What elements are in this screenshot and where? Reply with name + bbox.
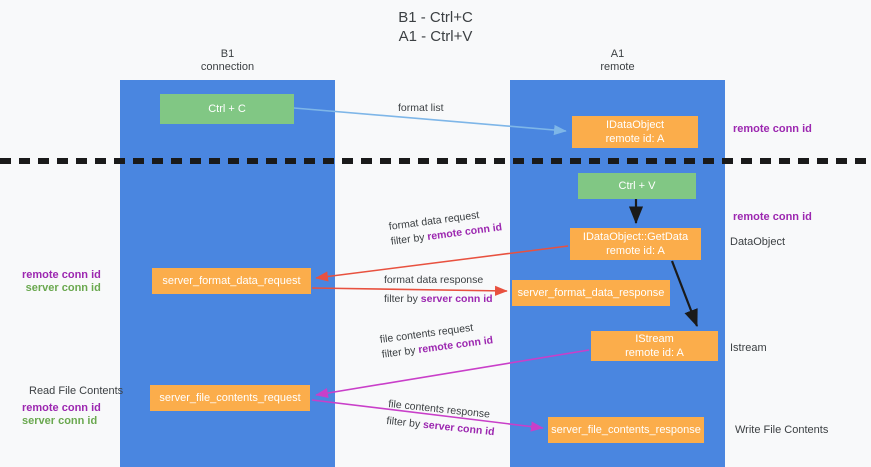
node-server-file-contents-request[interactable]: server_file_contents_request [150, 385, 310, 411]
annotation-right-dataobject-text: DataObject [730, 236, 786, 248]
node-server-format-data-response[interactable]: server_format_data_response [512, 280, 670, 306]
node-server-file-contents-response-label: server_file_contents_response [551, 424, 701, 436]
annotation-right-istream-text: Istream [730, 342, 767, 354]
node-server-file-contents-request-label: server_file_contents_request [159, 392, 301, 404]
annotation-right-istream: Istream [730, 342, 767, 355]
node-getdata-title: IDataObject::GetData [582, 231, 689, 243]
edge-label-format-data-response: format data response filter by server co… [384, 273, 493, 307]
filter-prefix: filter by [390, 231, 429, 248]
annotation-left-remote-conn-id-bottom: remote conn id [22, 402, 101, 414]
node-server-format-data-request[interactable]: server_format_data_request [152, 268, 311, 294]
edge-label-file-contents-request: file contents request filter by remote c… [379, 318, 494, 362]
annotation-left-conn-ids-mid: remote conn id server conn id [22, 269, 101, 295]
edge-label-format-data-request: format data request filter by remote con… [388, 205, 503, 249]
diagram-title: B1 - Ctrl+C A1 - Ctrl+V [0, 8, 871, 46]
node-idataobject-title: IDataObject [605, 119, 665, 131]
node-server-format-data-response-label: server_format_data_response [517, 287, 665, 299]
edge-label-format-data-response-filter: filter by server conn id [384, 292, 493, 307]
annotation-left-remote-conn-id-mid: remote conn id [22, 269, 101, 281]
section-divider [0, 158, 871, 164]
edge-label-file-contents-response: file contents response filter by server … [386, 397, 497, 440]
node-idataobject[interactable]: IDataObject remote id: A [572, 116, 698, 148]
node-server-format-data-request-label: server_format_data_request [162, 275, 301, 287]
annotation-right-write-file-contents: Write File Contents [735, 424, 828, 437]
diagram-title-line-1: B1 - Ctrl+C [398, 9, 473, 26]
filter-prefix: filter by [385, 414, 424, 431]
annotation-left-read-file-contents-text: Read File Contents [29, 385, 124, 397]
node-idataobject-getdata[interactable]: IDataObject::GetData remote id: A [570, 228, 701, 260]
annotation-right-write-file-contents-text: Write File Contents [735, 424, 829, 436]
edge-label-format-list-text: format list [398, 102, 444, 114]
annotation-right-remote-conn-id-mid-text: remote conn id [733, 211, 812, 223]
node-istream-remote-id: remote id: A [625, 347, 684, 359]
diagram-title-line-2: A1 - Ctrl+V [398, 28, 473, 45]
filter-key-server-conn-id: server conn id [420, 293, 493, 305]
annotation-left-server-conn-id-mid: server conn id [25, 282, 101, 294]
filter-prefix: filter by [381, 344, 420, 361]
annotation-right-dataobject: DataObject [730, 236, 785, 249]
filter-prefix: filter by [384, 293, 421, 305]
swimlane-b1-role: connection [200, 61, 255, 73]
node-server-file-contents-response[interactable]: server_file_contents_response [548, 417, 704, 443]
swimlane-header-a1: A1 remote [510, 48, 725, 74]
annotation-left-read-file-contents: Read File Contents [29, 385, 123, 398]
node-istream-title: IStream [635, 333, 674, 345]
annotation-right-remote-conn-id-top-text: remote conn id [733, 123, 812, 135]
node-ctrl-c-label: Ctrl + C [208, 103, 246, 115]
swimlane-header-b1: B1 connection [120, 48, 335, 74]
node-istream[interactable]: IStream remote id: A [591, 331, 718, 361]
node-ctrl-v[interactable]: Ctrl + V [578, 173, 696, 199]
node-ctrl-v-label: Ctrl + V [618, 180, 656, 192]
annotation-right-remote-conn-id-top: remote conn id [733, 123, 812, 136]
swimlane-b1-name: B1 [220, 48, 235, 60]
node-ctrl-c[interactable]: Ctrl + C [160, 94, 294, 124]
node-idataobject-remote-id: remote id: A [605, 133, 665, 145]
node-getdata-remote-id: remote id: A [606, 245, 665, 257]
annotation-left-server-conn-id-bottom: server conn id [22, 415, 98, 427]
annotation-left-conn-ids-bottom: remote conn id server conn id [22, 402, 101, 428]
edge-label-format-list: format list [398, 101, 444, 116]
edge-label-format-data-response-text: format data response [384, 274, 484, 286]
swimlane-a1-name: A1 [610, 48, 625, 60]
swimlane-a1-role: remote [600, 61, 635, 73]
annotation-right-remote-conn-id-mid: remote conn id [733, 211, 812, 224]
